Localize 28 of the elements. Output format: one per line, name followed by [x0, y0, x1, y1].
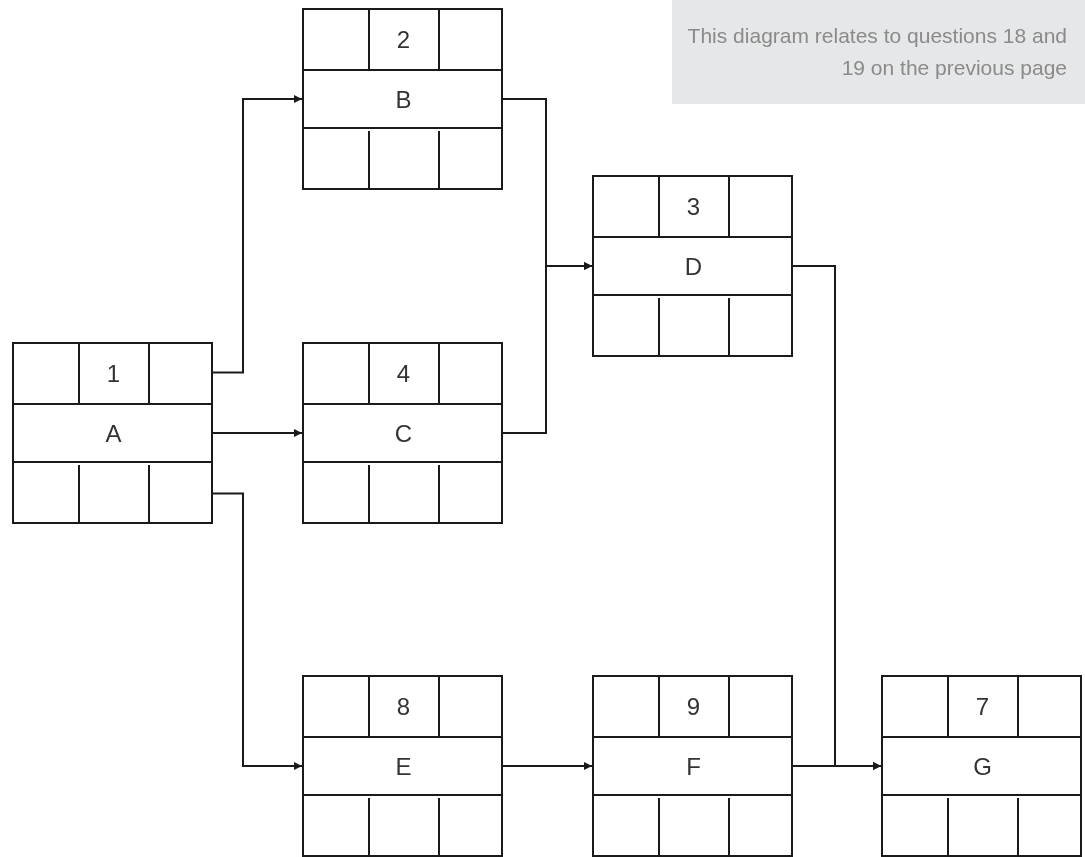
activity-name: B — [395, 88, 412, 112]
duration-value: 8 — [396, 694, 411, 719]
duration-value: 9 — [686, 694, 701, 719]
arrow — [502, 262, 593, 434]
note-text: This diagram relates to questions 18 and 19 on the previous page — [687, 23, 1067, 81]
activity-name: F — [686, 755, 701, 779]
arrow — [212, 95, 303, 374]
activity-node — [302, 8, 503, 190]
duration-value: 3 — [686, 194, 701, 219]
duration-value: 1 — [106, 361, 121, 386]
activity-node — [12, 342, 213, 524]
duration-value: 4 — [396, 361, 411, 386]
activity-node — [592, 675, 793, 857]
activity-name: C — [394, 422, 413, 446]
activity-name: D — [684, 255, 703, 279]
duration-value: 7 — [975, 694, 990, 719]
activity-name: G — [973, 755, 992, 779]
arrow — [792, 762, 882, 770]
arrow — [212, 429, 303, 437]
duration-value: 2 — [396, 27, 411, 52]
activity-node — [881, 675, 1082, 857]
activity-name: E — [395, 755, 412, 779]
activity-node — [592, 175, 793, 357]
activity-node — [302, 675, 503, 857]
arrow — [502, 762, 593, 770]
arrow — [212, 492, 303, 770]
activity-name: A — [105, 422, 122, 446]
activity-node — [302, 342, 503, 524]
